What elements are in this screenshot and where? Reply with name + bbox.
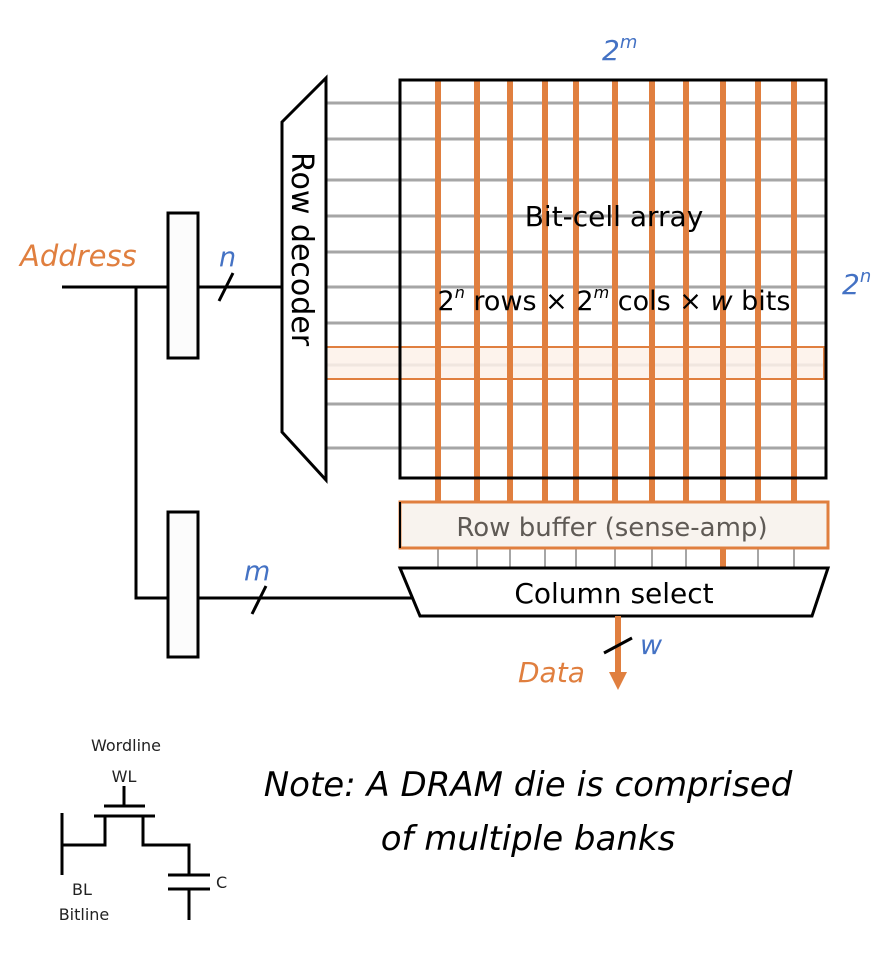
row-bus-slash xyxy=(217,272,235,302)
column-select[interactable] xyxy=(397,566,831,618)
array-title: Bit-cell array xyxy=(525,200,704,233)
capacitor-label: C xyxy=(216,873,227,892)
column-count-label: 2m xyxy=(602,32,637,67)
wordline-label: Wordline xyxy=(91,736,161,755)
row-decoder[interactable] xyxy=(280,74,328,484)
address-label: Address xyxy=(18,239,137,273)
row-address-latch[interactable] xyxy=(166,211,200,360)
row-count-label: 2n xyxy=(842,266,871,301)
column-bits-label: m xyxy=(244,556,270,587)
data-label: Data xyxy=(518,656,585,689)
note-line-2: of multiple banks xyxy=(381,819,676,859)
array-dimensions: 2n rows × 2m cols × w bits xyxy=(438,283,791,317)
row-buffer-label: Row buffer (sense-amp) xyxy=(456,513,767,543)
bit-cell-array[interactable] xyxy=(398,78,828,480)
column-address-latch[interactable] xyxy=(166,510,200,659)
dram-cell-schematic xyxy=(60,786,210,920)
row-bits-label: n xyxy=(219,242,236,273)
address-branch-wire xyxy=(134,287,168,600)
data-width-label: w xyxy=(640,630,663,661)
data-arrow-icon xyxy=(609,672,627,690)
column-bus-slash xyxy=(250,585,268,615)
row-decoder-label: Row decoder xyxy=(284,152,319,347)
wl-label: WL xyxy=(112,767,137,786)
sense-amp-outputs xyxy=(437,548,795,568)
data-bus-slash xyxy=(603,636,633,655)
bitline-label: Bitline xyxy=(59,905,110,924)
bitlines xyxy=(435,80,797,502)
note-line-1: Note: A DRAM die is comprised xyxy=(264,765,793,805)
bl-label: BL xyxy=(72,880,92,899)
row-buffer[interactable] xyxy=(398,500,830,550)
column-select-label: Column select xyxy=(514,577,713,610)
